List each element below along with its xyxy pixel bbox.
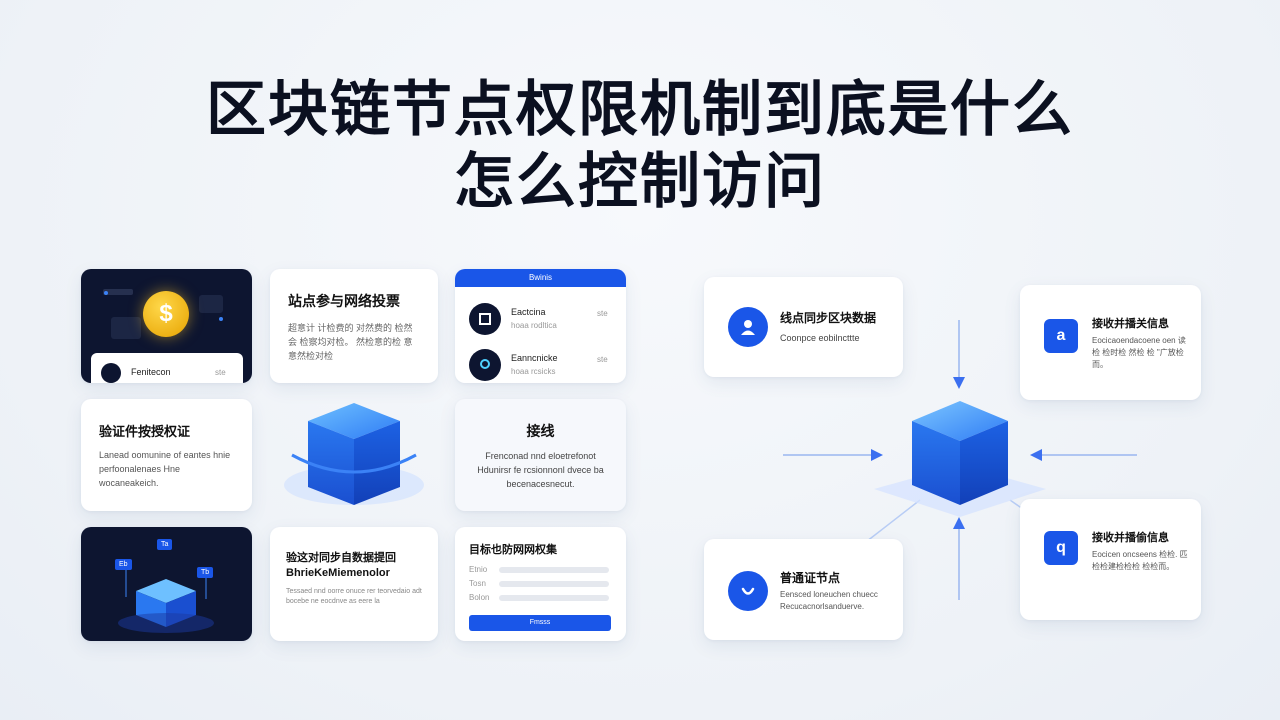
avatar xyxy=(101,363,121,383)
form-field-row: Tosn xyxy=(469,579,614,589)
circuit-bg xyxy=(103,289,223,339)
access-heading: 接线 xyxy=(526,423,555,439)
list-item-meta: ste xyxy=(597,309,608,318)
location-pin-icon xyxy=(469,349,501,381)
node-normal-card[interactable]: 普通证节点 Eensced loneuchen chuecc Recucacno… xyxy=(704,539,903,640)
blockchain-cube-icon xyxy=(284,403,424,505)
tag-badge: Tb xyxy=(197,567,214,578)
form-field-input[interactable] xyxy=(499,595,609,601)
coin-icon: $ xyxy=(143,291,189,337)
coin-card: $ Fenitecon ste xyxy=(81,269,252,383)
list-card: Bwinis Eactcina hoaa rodltica ste Eanncn… xyxy=(455,269,626,383)
node-receive-top-body: Eocicaoendacoene oen 读检 检时检 然检 检 "广放检而。 xyxy=(1092,336,1186,369)
form-card: 目标也防网网权集 Etnio Tosn Bolon Fmsss xyxy=(455,527,626,641)
shield-icon xyxy=(728,571,768,611)
list-header-label: Bwinis xyxy=(528,273,553,282)
coin-label: Fenitecon xyxy=(131,367,171,377)
node-sync-card[interactable]: 线点同步区块数据 Coonpce eobilncttte xyxy=(704,277,903,377)
form-field-label: Bolon xyxy=(469,593,490,602)
form-field-label: Etnio xyxy=(469,565,488,574)
node-receive-bottom-body: Eocicen oncseens 检检. 匹检检建检检检 检检而。 xyxy=(1092,550,1188,571)
access-card[interactable]: 接线 Frenconad nnd eloetrefonot Hdunirsr f… xyxy=(455,399,626,511)
verify-heading: 验证件按授权证 xyxy=(99,424,191,439)
sync-heading: 验这对同步自数据提回 xyxy=(286,552,396,564)
verify-body: Lanead oomunine of eantes hnie perfoonal… xyxy=(99,450,231,488)
access-body: Frenconad nnd eloetrefonot Hdunirsr fe r… xyxy=(477,451,604,489)
vote-heading: 站点参与网络投票 xyxy=(288,293,400,309)
form-field-row: Bolon xyxy=(469,593,614,603)
list-item[interactable]: Eanncnicke hoaa rcsicks ste xyxy=(455,345,626,383)
coin-subcard[interactable]: Fenitecon ste xyxy=(91,353,243,383)
vote-card[interactable]: 站点参与网络投票 超意计 计检费的 对然费的 检然会 检察均对检。 然检意的检 … xyxy=(270,269,438,383)
node-normal-title: 普通证节点 xyxy=(780,571,841,585)
node-sync-sub: Coonpce eobilncttte xyxy=(780,333,860,343)
coin-symbol: $ xyxy=(159,300,173,327)
blockchain-cube-icon xyxy=(874,401,1046,517)
blockchain-cube-icon xyxy=(118,567,214,633)
sync-subheading: BhrieKeMiemenolor xyxy=(286,567,390,579)
sync-card[interactable]: 验这对同步自数据提回 BhrieKeMiemenolor Tessaed nnd… xyxy=(270,527,438,641)
form-field-input[interactable] xyxy=(499,581,609,587)
form-field-input[interactable] xyxy=(499,567,609,573)
form-submit-button[interactable]: Fmsss xyxy=(469,615,611,631)
list-item[interactable]: Eactcina hoaa rodltica ste xyxy=(455,299,626,339)
form-field-label: Tosn xyxy=(469,579,486,588)
node-normal-body: Eensced loneuchen chuecc Recucacnorlsand… xyxy=(780,590,878,611)
letter-q: q xyxy=(1056,539,1066,556)
letter-q-icon: q xyxy=(1044,531,1078,565)
title-line-2: 怎么控制访问 xyxy=(454,148,826,215)
page-title: 区块链节点权限机制到底是什么 怎么控制访问 xyxy=(0,74,1280,218)
node-receive-top-card[interactable]: a 接收并播关信息 Eocicaoendacoene oen 读检 检时检 然检… xyxy=(1020,285,1201,400)
node-receive-bottom-card[interactable]: q 接收并播偷信息 Eocicen oncseens 检检. 匹检检建检检检 检… xyxy=(1020,499,1201,620)
list-item-sub: hoaa rodltica xyxy=(511,321,557,330)
list-item-label: Eanncnicke xyxy=(511,353,558,363)
user-icon xyxy=(728,307,768,347)
list-item-meta: ste xyxy=(597,355,608,364)
title-line-1: 区块链节点权限机制到底是什么 xyxy=(206,76,1074,143)
letter-a: a xyxy=(1056,327,1066,344)
list-item-sub: hoaa rcsicks xyxy=(511,367,556,376)
letter-a-icon: a xyxy=(1044,319,1078,353)
vote-body: 超意计 计检费的 对然费的 检然会 检察均对检。 然检意的检 意 意然检对检 xyxy=(288,323,413,361)
document-icon xyxy=(469,303,501,335)
cube-tile xyxy=(270,399,438,511)
node-receive-bottom-title: 接收并播偷信息 xyxy=(1092,532,1169,544)
list-header: Bwinis xyxy=(455,269,626,287)
tag-badge: Eb xyxy=(115,559,132,570)
dark-cube-card: Eb Ta Tb xyxy=(81,527,252,641)
form-heading: 目标也防网网权集 xyxy=(469,544,557,556)
form-field-row: Etnio xyxy=(469,565,614,575)
verify-card[interactable]: 验证件按授权证 Lanead oomunine of eantes hnie p… xyxy=(81,399,252,511)
coin-meta: ste xyxy=(215,368,226,377)
list-item-label: Eactcina xyxy=(511,307,546,317)
node-receive-top-title: 接收并播关信息 xyxy=(1092,318,1169,330)
node-sync-title: 线点同步区块数据 xyxy=(780,311,877,325)
sync-body: Tessaed nnd oorre onuce rer teorvedaio a… xyxy=(286,588,422,605)
center-cube xyxy=(870,395,1050,525)
tag-badge: Ta xyxy=(157,539,173,550)
